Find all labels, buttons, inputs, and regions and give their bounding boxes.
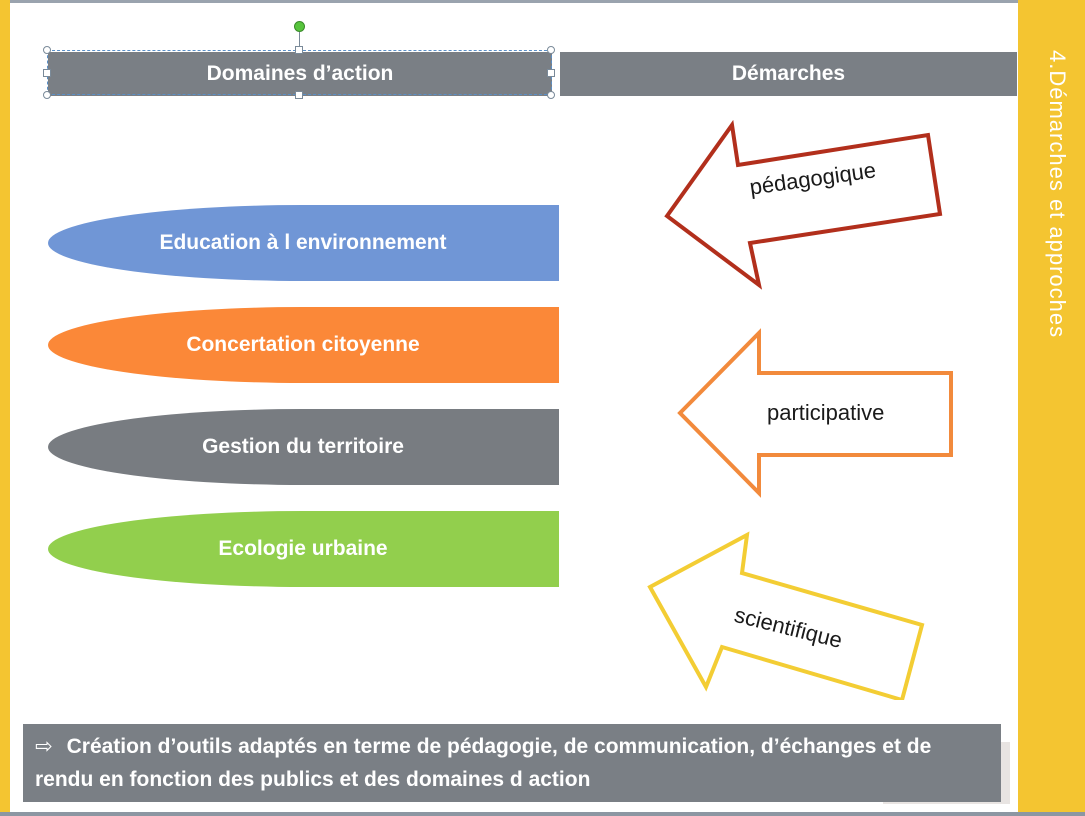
arrow-label-participative: participative [767,400,885,425]
domain-shape-education[interactable] [48,205,559,281]
rotation-handle[interactable] [294,21,305,32]
domains-header-label: Domaines d’action [206,62,394,85]
resize-handle-bottom[interactable] [295,91,303,99]
top-border [0,0,1085,3]
domain-label-concertation: Concertation citoyenne [186,333,420,356]
resize-handle-top-right[interactable] [547,46,555,54]
rotation-handle-line [299,30,300,50]
resize-handle-top-left[interactable] [43,46,51,54]
domain-label-ecologie: Ecologie urbaine [218,537,388,560]
domains-header[interactable]: Domaines d’action [48,52,552,96]
domain-label-education: Education à l environnement [159,231,447,254]
right-arrow-icon: ⇨ [35,735,53,758]
arrow-pedagogique[interactable] [655,115,955,295]
bottom-border [0,812,1085,816]
approaches-header-label: Démarches [731,62,846,85]
resize-handle-left[interactable] [43,69,51,77]
resize-handle-right[interactable] [547,69,555,77]
arrow-scientifique[interactable] [640,525,935,700]
left-accent-bar [0,0,10,816]
resize-handle-bottom-left[interactable] [43,91,51,99]
resize-handle-top[interactable] [295,46,303,54]
arrow-participative[interactable] [672,325,962,505]
conclusion-text: Création d’outils adaptés en terme de pé… [35,735,932,791]
domain-label-gestion: Gestion du territoire [202,435,404,458]
domain-shape-ecologie[interactable] [48,511,559,587]
section-title: 4.Démarches et approches [1045,50,1070,339]
domain-shape-gestion[interactable] [48,409,559,485]
resize-handle-bottom-right[interactable] [547,91,555,99]
domain-shape-concertation[interactable] [48,307,559,383]
approaches-header[interactable]: Démarches [560,52,1017,96]
right-accent-bar [1018,0,1085,816]
conclusion-box[interactable]: ⇨Création d’outils adaptés en terme de p… [23,724,1001,802]
